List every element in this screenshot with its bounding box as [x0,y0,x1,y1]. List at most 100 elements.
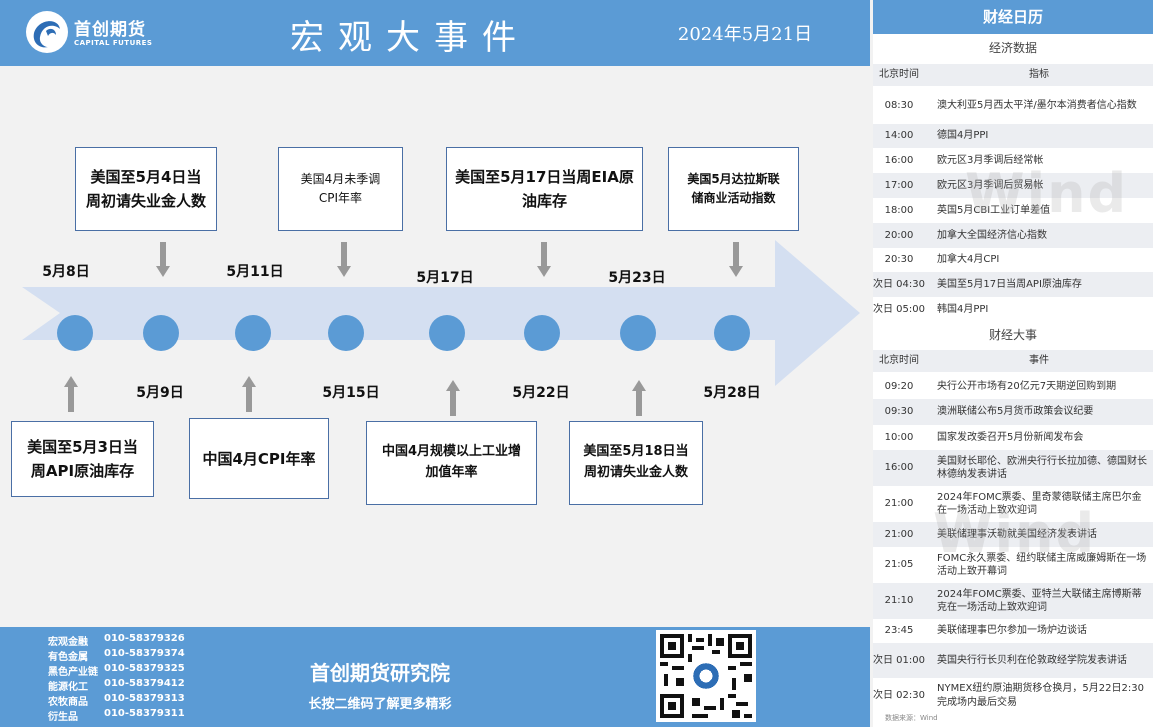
event-box-bottom: 美国至5月3日当周API原油库存 [11,421,154,497]
row-item: 英国5月CBI工业订单差值 [937,204,1051,216]
row-item: 美联储理事巴尔参加一场炉边谈话 [937,625,1087,637]
date-label: 5月28日 [703,385,761,401]
row-time: 20:30 [884,254,914,265]
contact-phone: 010-58379313 [104,693,185,704]
timeline-dot [57,315,93,351]
contact-phone: 010-58379325 [104,663,185,674]
event-box-bottom: 中国4月CPI年率 [189,418,329,499]
company-logo: 首创期货 CAPITAL FUTURES [24,9,184,57]
event-text: 美国至5月18日当 [583,444,689,460]
event-text: 周API原油库存 [30,462,135,480]
calendar-panel: 财经日历 经济数据 北京时间 指标 08:30 澳大利亚5月西太平洋/墨尔本消费者… [873,0,1153,727]
events-table-header: 北京时间 事件 [873,350,1153,372]
row-item: 澳大利亚5月西太平洋/墨尔本消费者信心指数 [937,100,1137,112]
table-row: 次日 05:00 韩国4月PPI [873,297,1153,322]
econ-table-header: 北京时间 指标 [873,64,1153,86]
date-label: 5月22日 [512,385,570,401]
contact-row: 黑色产业链 010-58379325 [48,663,185,678]
row-time: 21:10 [884,595,914,606]
table-row: 21:10 2024年FOMC票委、亚特兰大联储主席博斯蒂克在一场活动上致欢迎词 [873,583,1153,619]
arrow-up-icon [446,380,460,416]
row-time: 17:00 [884,179,914,191]
row-item: 加拿大4月CPI [937,254,1000,266]
col-time-header: 北京时间 [879,69,919,80]
row-item: 美联储理事沃勒就美国经济发表讲话 [937,528,1097,540]
timeline-dot [235,315,271,351]
event-text: 美国至5月4日当 [90,168,202,186]
institute-name: 首创期货研究院 [310,661,450,685]
contact-label: 黑色产业链 [48,667,98,678]
event-box-bottom: 美国至5月18日当周初请失业金人数 [569,421,703,505]
row-item: 2024年FOMC票委、亚特兰大联储主席博斯蒂克在一场活动上致欢迎词 [937,588,1142,614]
timeline-dot [714,315,750,351]
row-time: 08:30 [884,100,914,111]
row-item: FOMC永久票委、纽约联储主席威廉姆斯在一场活动上致开幕词 [937,552,1147,578]
scan-prompt: 长按二维码了解更多精彩 [308,697,452,712]
row-item: 美国至5月17日当周API原油库存 [937,278,1082,290]
arrow-up-icon [632,380,646,416]
contact-label: 宏观金融 [48,637,88,648]
row-time: 23:45 [884,625,914,636]
contact-label: 有色金属 [48,652,88,663]
econ-section-title: 经济数据 [988,41,1037,55]
row-item: 欧元区3月季调后经常帐 [937,154,1044,166]
timeline-arrow [22,240,860,386]
table-row: 23:45 美联储理事巴尔参加一场炉边谈话 [873,619,1153,643]
row-item: 2024年FOMC票委、里奇蒙德联储主席巴尔金在一场活动上致欢迎词 [937,491,1142,517]
row-time: 18:00 [884,204,914,216]
logo-text-en: CAPITAL FUTURES [74,39,153,47]
row-item: 澳洲联储公布5月货币政策会议纪要 [937,406,1094,418]
event-box-bottom: 中国4月规模以上工业增加值年率 [366,421,537,505]
event-text: 中国4月规模以上工业增 [381,444,522,460]
event-text: 周初请失业金人数 [85,192,206,210]
event-box-top: 美国5月达拉斯联储商业活动指数 [668,147,799,231]
event-text: 中国4月CPI年率 [202,449,316,468]
row-item: 韩国4月PPI [937,303,989,315]
row-time: 次日 05:00 [873,303,925,315]
timeline-dot [328,315,364,351]
arrow-down-icon [156,242,170,277]
contact-phone: 010-58379311 [104,708,185,719]
row-item: 德国4月PPI [937,130,989,142]
col-item-header: 事件 [1029,355,1049,366]
table-row: 18:00 英国5月CBI工业订单差值 [873,198,1153,223]
page-title: 宏观大事件 [290,18,530,58]
event-text: 美国至5月17日当周EIA原 [455,168,634,186]
data-source-note: 数据来源：Wind [885,714,938,722]
date-label: 5月23日 [608,270,666,286]
calendar-title: 财经日历 [873,0,1153,34]
events-section-title: 财经大事 [988,328,1037,342]
date-label: 5月11日 [226,264,284,280]
row-item: 美国财长耶伦、欧洲央行行长拉加德、德国财长林德纳发表讲话 [937,455,1147,481]
timeline-dot [143,315,179,351]
row-item: 国家发改委召开5月份新闻发布会 [937,431,1084,443]
event-text: 美国至5月3日当 [27,438,138,456]
row-time: 次日 01:00 [873,654,925,666]
contact-label: 农牧商品 [48,697,88,708]
col-time-header: 北京时间 [879,355,919,366]
row-item: 欧元区3月季调后贸易帐 [937,179,1044,191]
arrow-up-icon [242,376,256,412]
arrow-down-icon [337,242,351,277]
date-label: 5月17日 [416,270,474,286]
event-text: 油库存 [521,192,567,210]
event-text: 加值年率 [425,465,478,480]
qr-code-icon[interactable] [656,630,756,722]
event-text: 周初请失业金人数 [583,465,688,480]
arrow-up-icon [64,376,78,412]
